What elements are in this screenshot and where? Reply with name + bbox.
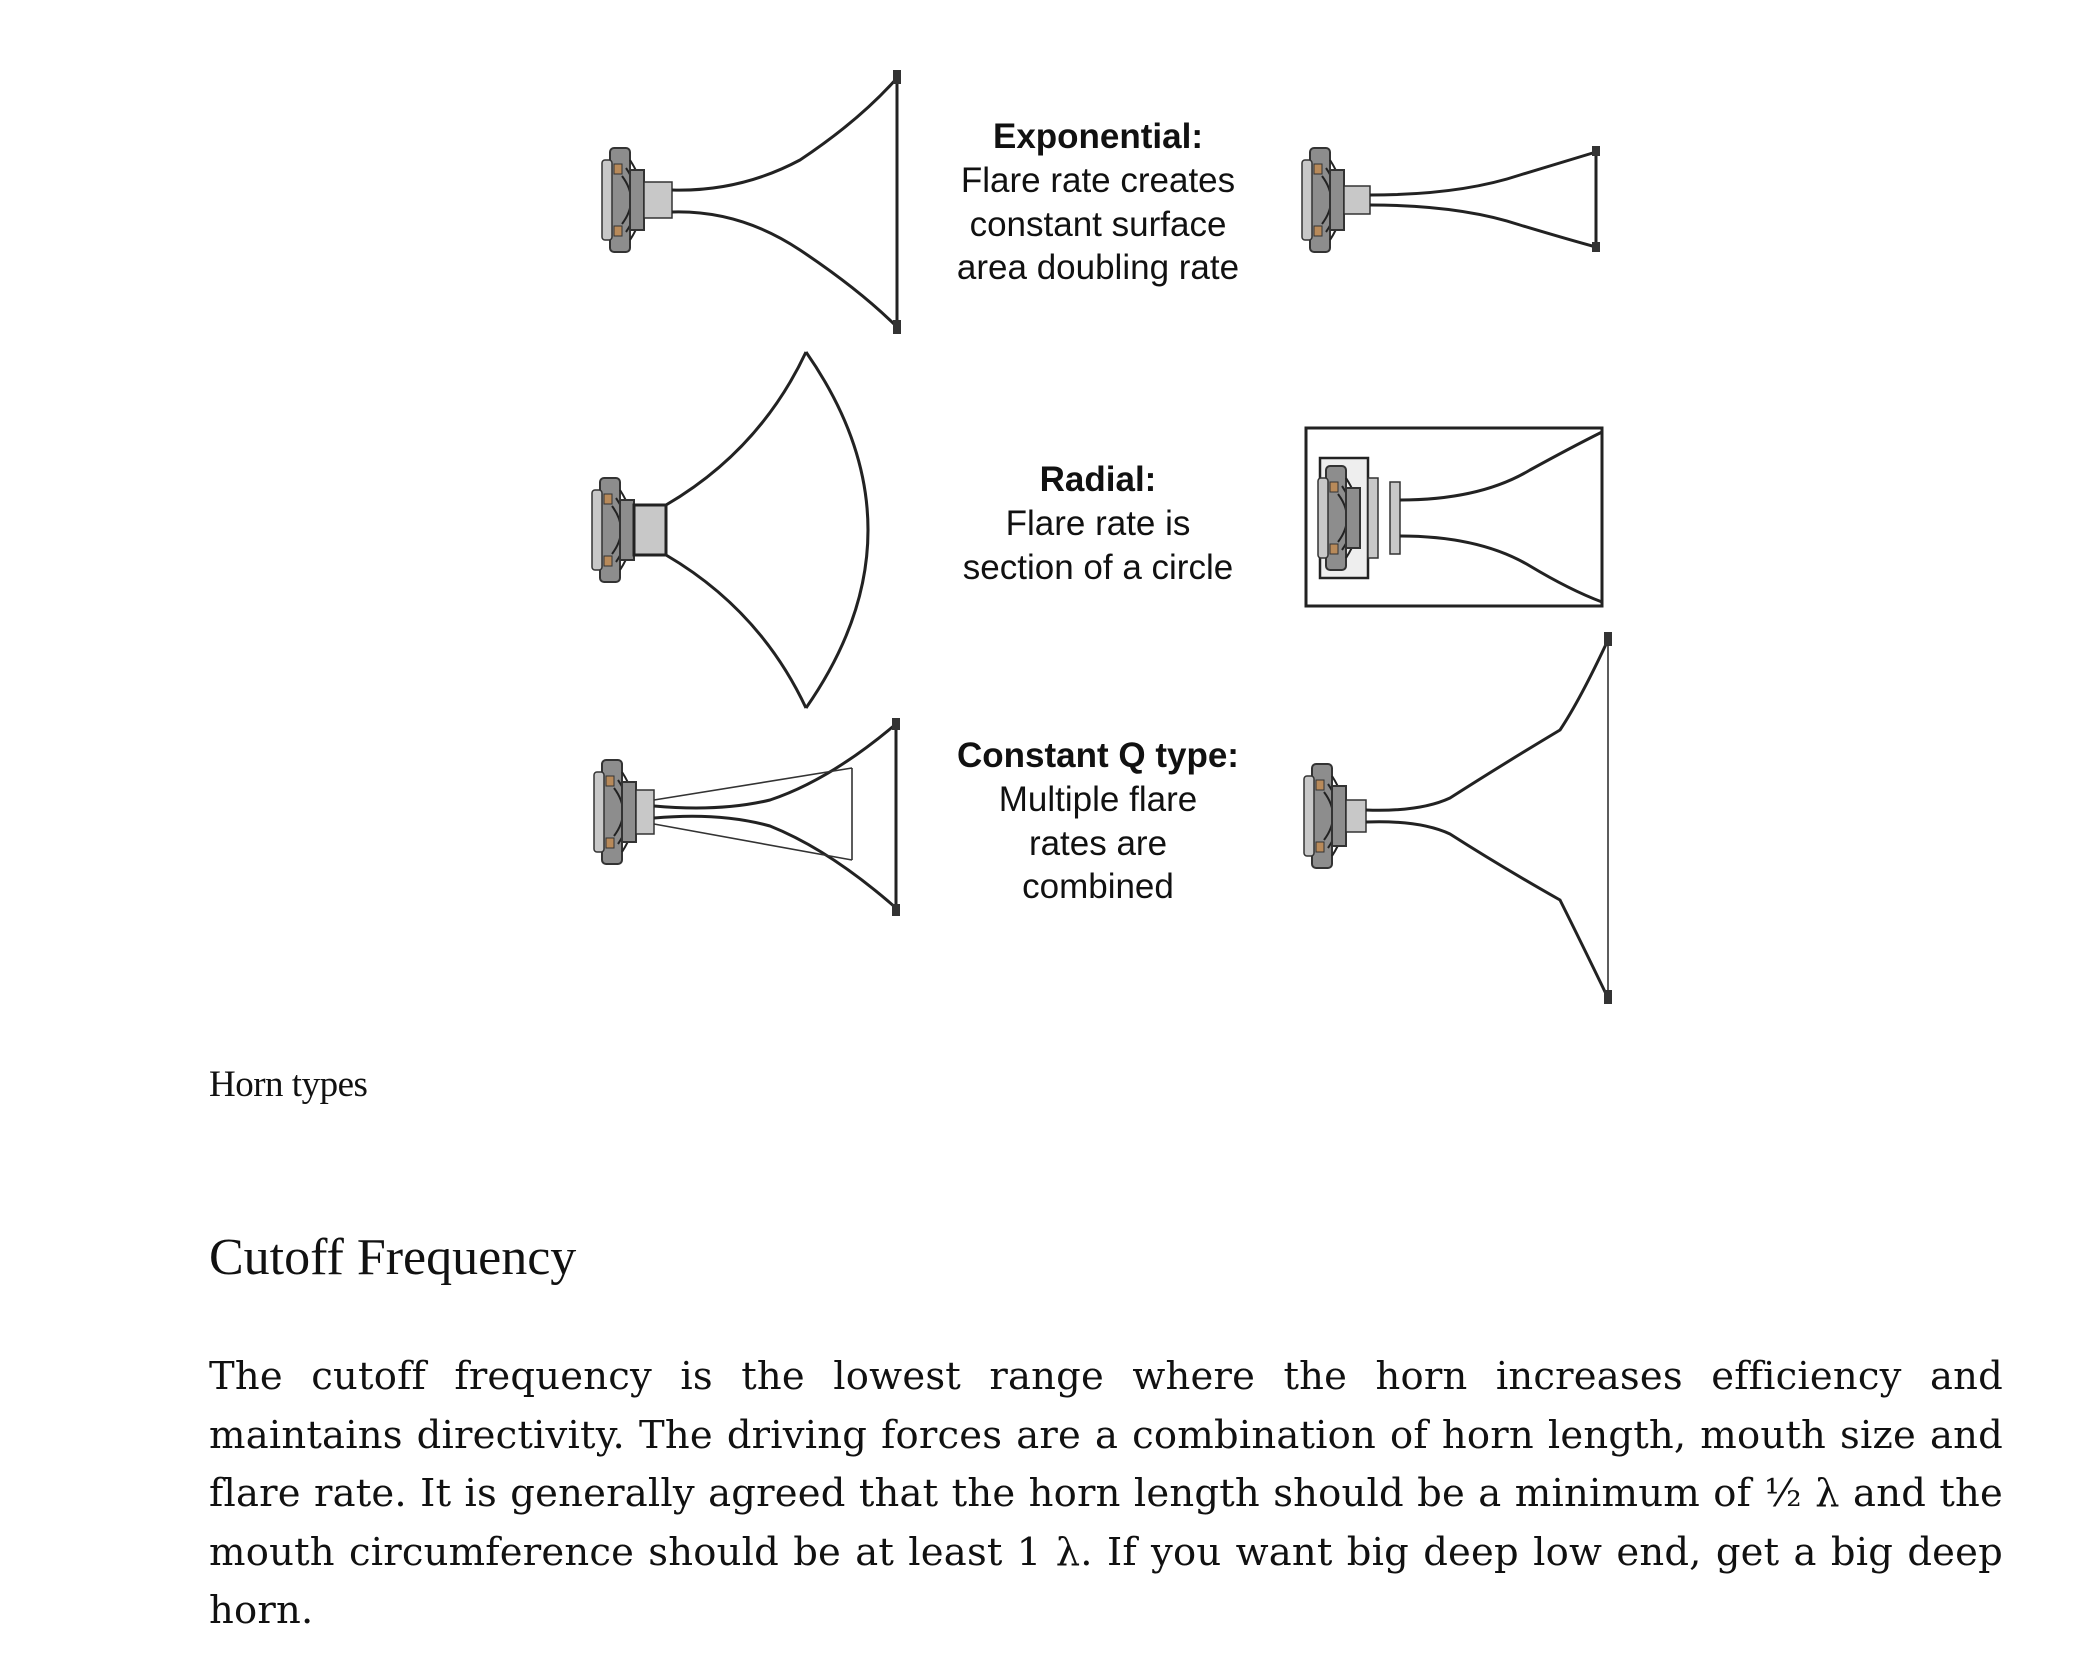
exponential-title: Exponential: — [993, 117, 1203, 156]
radial-line-1: Flare rate is — [1006, 504, 1191, 543]
constant-q-line-1: Multiple flare — [999, 780, 1197, 819]
radial-line-2: section of a circle — [963, 548, 1233, 587]
radial-title: Radial: — [1040, 460, 1157, 499]
radial-horn-enclosed — [1304, 426, 1604, 608]
figure-caption: Horn types — [209, 1064, 368, 1105]
section-paragraph: The cutoff frequency is the lowest range… — [209, 1354, 2003, 1633]
exponential-line-2: constant surface — [970, 205, 1227, 244]
exponential-line-3: area doubling rate — [957, 248, 1239, 287]
constant-q-title: Constant Q type: — [957, 736, 1239, 775]
constant-q-line-2: rates are — [1029, 824, 1167, 863]
constant-q-horn-small — [593, 718, 900, 916]
radial-horn — [591, 351, 870, 709]
constant-q-line-3: combined — [1022, 867, 1174, 906]
exponential-line-1: Flare rate creates — [961, 161, 1235, 200]
constant-q-horn-large — [1303, 632, 1612, 1004]
section-heading: Cutoff Frequency — [209, 1229, 577, 1286]
exponential-horn-large — [601, 70, 901, 334]
exponential-horn-small — [1301, 146, 1600, 253]
horn-types-figure: Exponential: Flare rate creates constant… — [560, 30, 1650, 1020]
